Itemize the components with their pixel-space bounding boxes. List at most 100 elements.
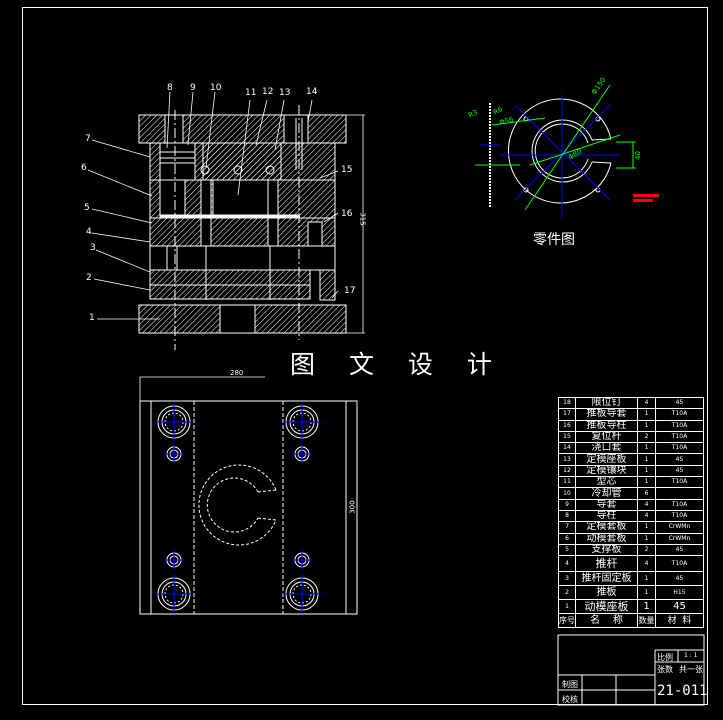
callout-15: 15 [341,165,353,175]
bom-qty: 4 [637,509,656,523]
drawn-by-label: 制图 [562,680,578,689]
bom-material [655,487,704,500]
svg-text:R3: R3 [467,108,479,120]
bom-qty: 4 [637,555,656,573]
drawing-title: 图 文 设 计 [290,350,505,379]
bom-name: 推杆 [575,555,638,573]
bom-qty: 1 [637,419,656,432]
drawing-border [22,7,708,705]
callout-5: 5 [84,203,90,213]
svg-text:Φ80: Φ80 [567,148,583,162]
bom-qty: 4 [637,498,656,511]
bom-material: T10A [655,555,704,573]
section-view [87,91,365,350]
bom-qty: 1 [637,442,656,455]
bom-qty: 1 [637,464,656,478]
callout-9: 9 [190,83,196,93]
bom-no: 1 [558,599,576,615]
bom-qty: 1 [637,599,656,615]
section-height-dimension: 315 [358,212,367,226]
callout-leaders [87,91,339,320]
svg-text:R6: R6 [492,105,505,117]
bom-name: 限位钉 [575,396,638,410]
callout-13: 13 [279,88,291,98]
bom-no: 10 [558,487,576,500]
bom-material: T10A [655,498,704,511]
bom-material: T10A [655,442,704,455]
bom-qty: 1 [637,521,656,534]
callout-14: 14 [306,87,318,97]
bom-material: CrWMn [655,521,704,534]
bom-header-name: 名 称 [575,613,638,629]
part-view-caption: 零件图 [533,232,575,248]
callout-4: 4 [86,227,92,237]
bom-no: 15 [558,430,576,444]
scale-label: 比例 [657,653,673,662]
bom-material: CrWMn [655,532,704,545]
bom-no: 13 [558,453,576,466]
bom-name: 型芯 [575,476,638,489]
bom-qty: 1 [637,532,656,545]
callout-2: 2 [86,273,92,283]
bom-material: T10A [655,476,704,489]
bom-no: 4 [558,555,576,573]
bom-no: 9 [558,498,576,511]
bom-header-qty: 数量 [637,613,656,629]
bom-no: 14 [558,442,576,455]
bom-material: 45 [655,543,704,557]
bom-name: 动模套板 [575,532,638,545]
bom-material: T10A [655,509,704,523]
bom-material: 45 [655,453,704,466]
bom-name: 推板 [575,585,638,601]
bom-header-no: 序号 [558,613,576,629]
bom-no: 12 [558,464,576,478]
bom-qty: 1 [637,453,656,466]
callout-8: 8 [167,83,173,93]
bom-no: 16 [558,419,576,432]
checked-by-label: 校核 [562,695,578,704]
callout-10: 10 [210,83,222,93]
bom-no: 18 [558,396,576,410]
callout-17: 17 [344,286,356,296]
bom-no: 17 [558,408,576,421]
callout-7: 7 [85,134,91,144]
bom-name: 浇口套 [575,442,638,455]
bom-no: 11 [558,476,576,489]
bom-header-row: 序号名 称数量材 料 [558,613,704,629]
bom-material: 45 [655,396,704,410]
bom-qty: 4 [637,396,656,410]
bom-material: T10A [655,408,704,421]
bom-name: 定模座板 [575,453,638,466]
bom-material: 45 [655,571,704,587]
bom-name: 定模镶块 [575,464,638,478]
bom-qty: 1 [637,585,656,601]
bom-no: 3 [558,571,576,587]
sheets-label: 张数 [657,665,673,674]
bom-qty: 6 [637,487,656,500]
bom-material: 45 [655,599,704,615]
callout-3: 3 [90,243,96,253]
callout-16: 16 [341,209,353,219]
title-block-lines [557,634,705,706]
bom-qty: 2 [637,430,656,444]
callout-11: 11 [245,88,257,98]
bom-no: 5 [558,543,576,557]
plan-view [139,376,358,615]
drawing-number: 21-011 [657,683,708,699]
scale-value: 1 : 1 [684,652,698,659]
bom-qty: 1 [637,408,656,421]
bom-name: 导柱 [575,509,638,523]
bom-no: 6 [558,532,576,545]
bom-name: 导套 [575,498,638,511]
plan-height-dimension: 300 [348,500,357,514]
